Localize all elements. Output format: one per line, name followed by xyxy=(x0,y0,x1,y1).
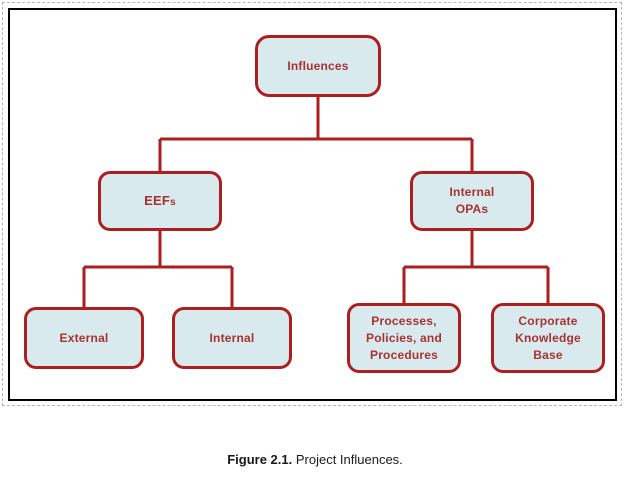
node-eefs[interactable]: EEFs xyxy=(98,171,222,231)
page-dashed-frame xyxy=(2,2,622,406)
node-corporate-line1: Corporate xyxy=(518,313,578,328)
node-internal-label: Internal xyxy=(209,330,255,345)
figure-caption-label: Figure 2.1. xyxy=(227,452,293,467)
node-internal-opas-line1: Internal xyxy=(449,185,495,199)
node-processes-line2: Policies, and xyxy=(366,330,442,345)
node-corporate-line3: Base xyxy=(533,347,563,362)
node-influences[interactable]: Influences xyxy=(255,35,381,97)
node-processes-line3: Procedures xyxy=(369,347,439,362)
node-eefs-label: EEFs xyxy=(140,192,180,211)
node-influences-label: Influences xyxy=(287,58,349,73)
node-internal-opas-line2: OPAs xyxy=(455,202,489,216)
figure-caption: Figure 2.1. Project Influences. xyxy=(0,452,630,467)
figure-caption-text: Project Influences. xyxy=(292,452,403,467)
node-eefs-label-main: EEF xyxy=(144,192,171,208)
node-eefs-label-suffix: s xyxy=(170,196,176,208)
node-external[interactable]: External xyxy=(24,307,144,369)
node-processes-line1: Processes, xyxy=(371,313,437,328)
node-corporate-line2: Knowledge xyxy=(515,330,581,345)
node-external-label: External xyxy=(59,330,109,345)
node-internal[interactable]: Internal xyxy=(172,307,292,369)
